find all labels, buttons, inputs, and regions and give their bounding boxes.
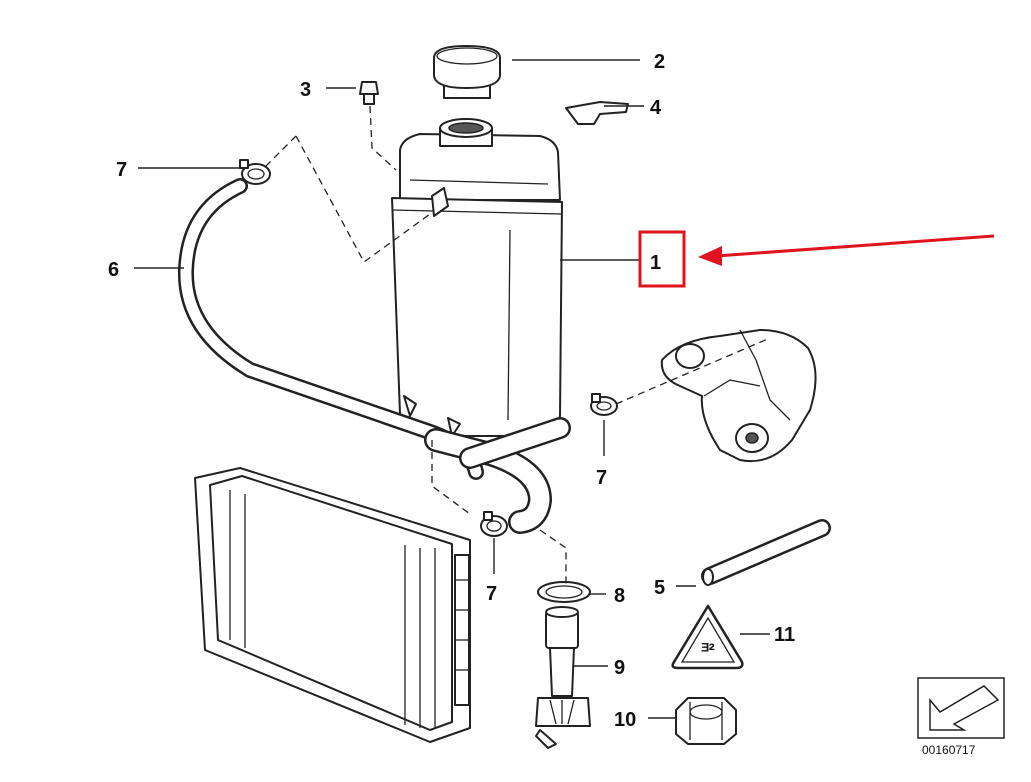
- highlight-arrow-head: [698, 246, 722, 266]
- callout-3: 3: [300, 79, 311, 101]
- filler-cap: [433, 45, 501, 99]
- callout-labels: 1 2 3 4 5 6 7 7 7 8 9 10 11: [108, 51, 795, 731]
- callout-11: 11: [774, 624, 795, 646]
- nut: [675, 697, 737, 745]
- assembly-lines: [261, 105, 771, 586]
- bolt: [359, 81, 379, 105]
- expansion-tank: [391, 118, 563, 437]
- thermostat-housing: [660, 329, 817, 462]
- highlight-annotation: [638, 230, 995, 288]
- reference-number: 00160717: [922, 743, 976, 757]
- warning-sticker: ᴲ²: [671, 604, 744, 670]
- reference-arrow-icon: [929, 685, 1000, 731]
- hose-clamp-top: [239, 159, 271, 185]
- callout-1: 1: [650, 252, 661, 274]
- seal-ring: [537, 581, 591, 603]
- callout-9: 9: [614, 657, 625, 679]
- callout-7-top: 7: [116, 159, 127, 181]
- hose-clamp-bottom: [480, 511, 508, 537]
- sticker-text: ᴲ²: [701, 640, 715, 660]
- callout-10: 10: [614, 709, 636, 731]
- bracket: [565, 101, 629, 125]
- leader-lines: [134, 59, 770, 719]
- coolant-hose: [177, 178, 571, 534]
- radiator: [194, 467, 471, 743]
- reference-block: 00160717: [917, 677, 1005, 757]
- level-sensor: [535, 606, 591, 749]
- hose-clamp-right: [590, 393, 618, 416]
- callout-7-right: 7: [596, 467, 607, 489]
- callout-2: 2: [654, 51, 665, 73]
- callout-6: 6: [108, 259, 119, 281]
- callout-4: 4: [650, 97, 662, 119]
- callout-7-bottom: 7: [486, 583, 497, 605]
- highlight-box: [638, 230, 686, 288]
- pipe: [701, 519, 831, 586]
- highlight-arrow-shaft: [715, 234, 995, 258]
- callout-8: 8: [614, 585, 625, 607]
- callout-5: 5: [654, 577, 665, 599]
